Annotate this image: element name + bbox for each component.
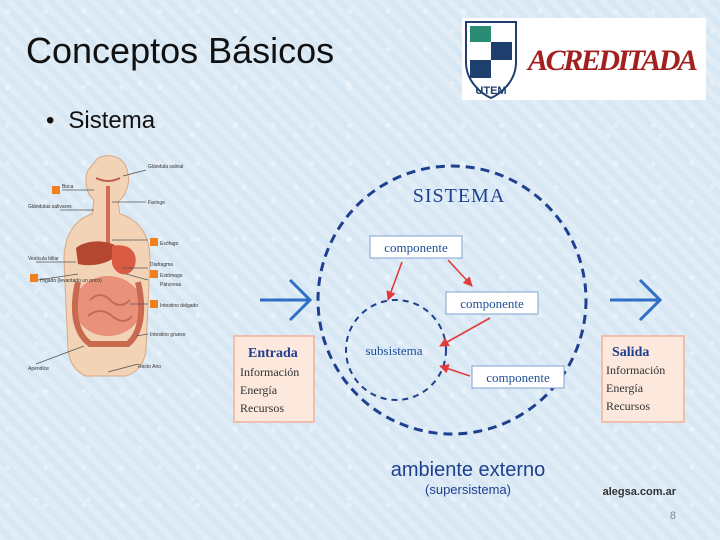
input-box-title: Entrada (248, 346, 298, 361)
system-diagram: SISTEMA componente componente componente… (228, 150, 718, 500)
component-box-1 (369, 235, 463, 259)
input-item: Recursos (240, 401, 284, 415)
bullet-dot: • (46, 107, 55, 134)
page-number: 8 (669, 510, 676, 522)
output-arrow-icon (610, 278, 663, 322)
component-label-1: componente (384, 240, 448, 255)
shield-block (491, 42, 512, 60)
small-intestine-shape (74, 276, 142, 336)
component-label-3: componente (486, 370, 550, 385)
label-esophagus: Esófago (160, 241, 179, 247)
label-stomach: Estómago (160, 273, 183, 279)
shield-block (470, 26, 491, 42)
label-marker (30, 274, 38, 282)
label-rectum: Recto Ano (138, 364, 161, 370)
label-large-intestine: Intestino grueso (150, 332, 186, 338)
label-marker (150, 270, 158, 278)
subsystem-boundary (345, 299, 447, 401)
input-item: Información (240, 365, 299, 379)
label-small-intestine: Intestino delgado (160, 303, 198, 309)
environment-label: ambiente externo (391, 459, 546, 481)
output-item: Recursos (606, 399, 650, 413)
input-arrow-icon (260, 278, 313, 322)
liver-shape (76, 241, 120, 266)
system-diagram-graphic: SISTEMA componente componente componente… (233, 164, 685, 498)
digestive-illustration-graphic: Glándula salival Boca Glándulas salivare… (28, 155, 198, 377)
label-salivary-gland: Glándula salival (148, 164, 183, 170)
component-box-3 (471, 365, 565, 389)
input-box (233, 335, 315, 423)
component-label-2: componente (460, 296, 524, 311)
label-marker (150, 300, 158, 308)
output-item: Información (606, 363, 665, 377)
label-appendix: Apéndice (28, 366, 49, 372)
slide-title: Conceptos Básicos (26, 30, 335, 71)
label-marker (52, 186, 60, 194)
digestive-system-illustration: Glándula salival Boca Glándulas salivare… (28, 150, 218, 380)
output-box-title: Salida (612, 345, 649, 360)
bullet-text: Sistema (68, 107, 156, 134)
shield-block (470, 60, 491, 78)
label-pharynx: Faringe (148, 200, 165, 206)
accreditation-logo: UTEM ACREDITADA (462, 18, 706, 100)
relation-arrow (439, 317, 491, 347)
label-mouth: Boca (62, 184, 74, 190)
relation-arrow (439, 364, 471, 377)
input-item: Energía (240, 383, 278, 397)
logo-right-text: ACREDITADA (526, 44, 698, 77)
mouth-shape (95, 177, 121, 182)
suprasystem-label: (supersistema) (425, 482, 511, 497)
label-liver: Hígado (levantado un poco) (40, 278, 102, 284)
stomach-shape (112, 245, 136, 275)
output-box (601, 335, 685, 423)
relation-arrow (386, 261, 403, 301)
relation-arrow (447, 259, 473, 287)
intestine-folds (87, 294, 133, 322)
subsystem-label: subsistema (365, 343, 422, 358)
label-salivary-glands: Glándulas salivares (28, 204, 72, 210)
large-intestine-shape (71, 281, 145, 347)
source-credit: alegsa.com.ar (603, 486, 677, 498)
bullet-item: • Sistema (46, 107, 155, 135)
system-boundary (316, 164, 588, 436)
component-box-2 (445, 291, 539, 315)
diagram-title: SISTEMA (413, 185, 506, 207)
label-diaphragm: Diafragma (150, 262, 173, 268)
logo-left-text: UTEM (475, 85, 506, 97)
logo-graphic: UTEM ACREDITADA (465, 21, 698, 100)
label-gallbladder: Vesícula biliar (28, 256, 59, 262)
label-pancreas: Páncreas (160, 282, 182, 288)
label-marker (150, 238, 158, 246)
output-item: Energía (606, 381, 644, 395)
